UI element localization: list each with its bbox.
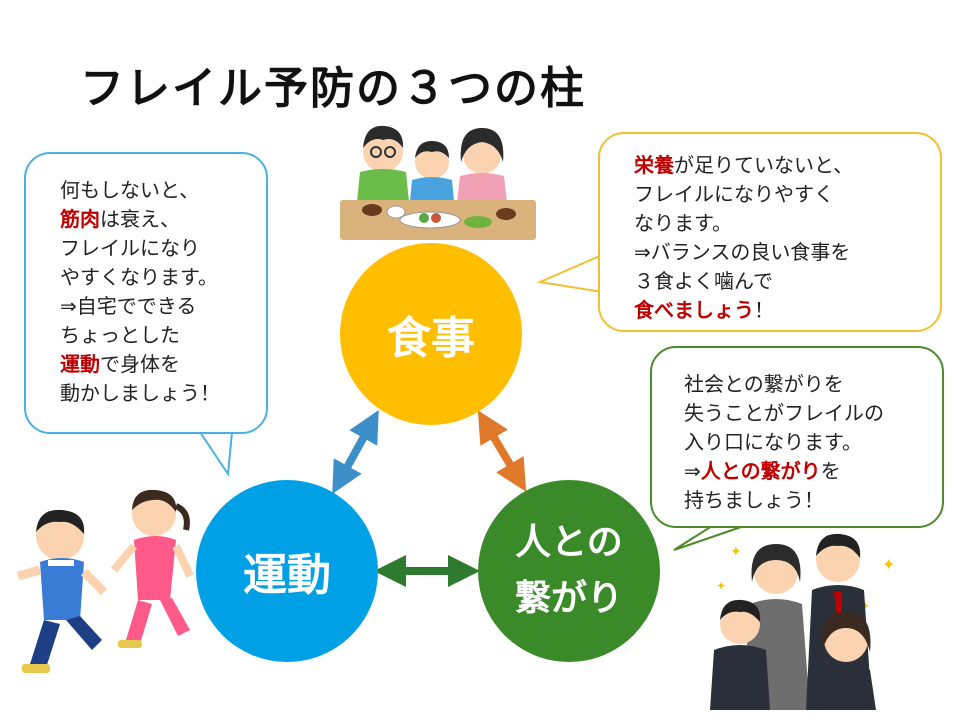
social-bubble-line: 持ちましょう！ [684, 486, 942, 515]
bubble-text: ⇒バランスの良い食事を [634, 240, 851, 264]
bubble-text: 社会との繋がりを [684, 372, 844, 396]
bubble-text: 入り口になります。 [684, 430, 862, 454]
highlight-text: 運動 [60, 352, 100, 376]
bubble-text: 何もしないと、 [60, 178, 200, 202]
food-bubble-line: ３食よく噛んで [634, 267, 940, 296]
exercise-bubble-line: やすくなります。 [60, 263, 266, 292]
food-bubble-line: 栄養が足りていないと、 [634, 151, 940, 180]
bubble-text: は衰え、 [100, 207, 180, 231]
exercise-bubble-line: ⇒自宅でできる [60, 292, 266, 321]
bubble-text: 動かしましょう！ [60, 381, 220, 405]
bubble-text: やすくなります。 [60, 265, 218, 289]
exercise-bubble-line: 筋肉は衰え、 [60, 205, 266, 234]
food-bubble-line: フレイルになりやすく [634, 180, 940, 209]
exercise-speech-bubble: 何もしないと、筋肉は衰え、フレイルになりやすくなります。⇒自宅でできるちょっとし… [24, 152, 268, 434]
svg-text:✦: ✦ [716, 579, 726, 593]
food-circle: 食事 [340, 243, 522, 425]
highlight-text: 人との繋がり [700, 459, 821, 483]
bubble-text: ⇒自宅でできる [60, 294, 197, 318]
bubble-text: ⇒ [684, 459, 701, 483]
food-bubble-line: なります。 [634, 209, 940, 238]
social-bubble-line: 失うことがフレイルの [684, 399, 942, 428]
exercise-circle: 運動 [196, 480, 378, 662]
bubble-text: なります。 [634, 211, 732, 235]
food-exercise-arrow [332, 410, 379, 494]
exercise-bubble-line: 運動で身体を [60, 350, 266, 379]
exercise-circle-label: 運動 [243, 550, 331, 601]
bubble-text: ちょっとした [60, 323, 180, 347]
bubble-text: フレイルになりやすく [634, 182, 834, 206]
social-circle-label-line1: 人との [515, 522, 623, 563]
social-circle: 人との 繋がり [478, 480, 660, 662]
food-bubble-line: 食べましょう！ [634, 296, 940, 325]
bubble-text: ！ [754, 298, 774, 322]
social-bubble-line: ⇒人との繋がりを [684, 457, 942, 486]
svg-text:✦: ✦ [730, 544, 742, 560]
exercise-bubble-line: 動かしましょう！ [60, 379, 266, 408]
bubble-text: 持ちましょう！ [684, 488, 824, 512]
social-bubble-line: 社会との繋がりを [684, 370, 942, 399]
social-bubble-line: 入り口になります。 [684, 428, 942, 457]
social-speech-bubble: 社会との繋がりを失うことがフレイルの入り口になります。⇒人との繋がりを持ちましょ… [650, 346, 944, 528]
highlight-text: 筋肉 [60, 207, 100, 231]
food-bubble-line: ⇒バランスの良い食事を [634, 238, 940, 267]
bubble-text: 失うことがフレイルの [684, 401, 884, 425]
bubble-text: を [820, 459, 841, 483]
exercise-bubble-line: 何もしないと、 [60, 176, 266, 205]
food-social-arrow [477, 410, 527, 492]
bubble-text: フレイルになり [60, 236, 200, 260]
bubble-text: で身体を [100, 352, 180, 376]
highlight-text: 食べましょう [634, 298, 754, 322]
bubble-text: ３食よく噛んで [634, 269, 773, 293]
social-circle-label-line2: 繋がり [514, 578, 623, 619]
exercise-bubble-line: ちょっとした [60, 321, 266, 350]
svg-text:✦: ✦ [882, 555, 895, 574]
bubble-text: が足りていないと、 [674, 153, 854, 177]
highlight-text: 栄養 [634, 153, 674, 177]
page-title: フレイル予防の３つの柱 [80, 63, 586, 114]
exercise-bubble-line: フレイルになり [60, 234, 266, 263]
food-circle-label: 食事 [387, 313, 475, 364]
